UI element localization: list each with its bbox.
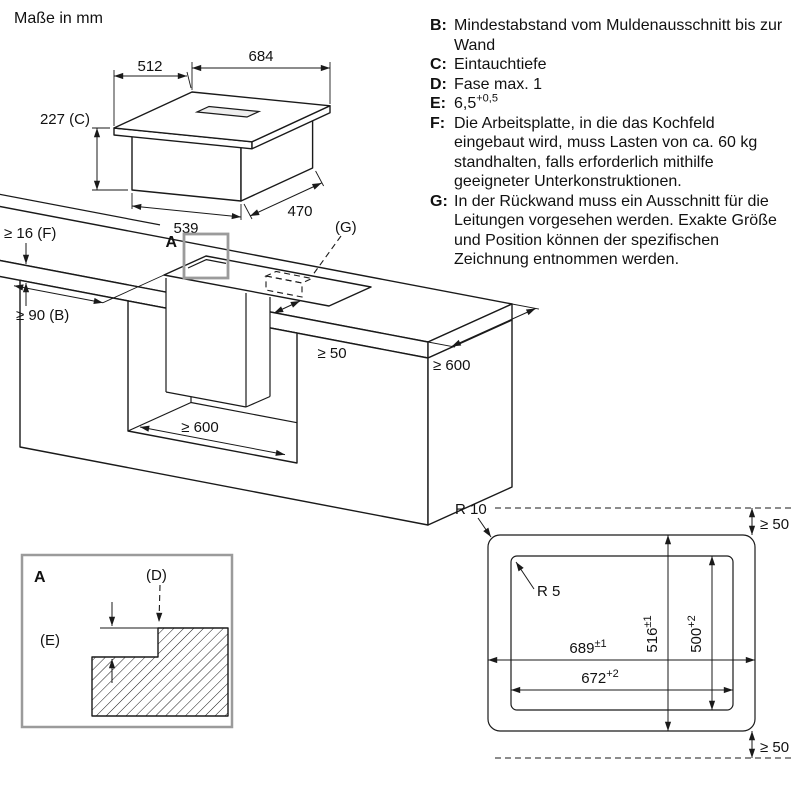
legend-item-b: B: Mindestabstand vom Muldenausschnitt b… [430, 16, 788, 55]
ref-label-recess-depth: (E) [40, 632, 60, 649]
legend-item-g: G: In der Rückwand muss ein Ausschnitt f… [430, 192, 788, 270]
radius-label-outer: R 10 [455, 501, 487, 518]
dim-label-clearance-top: ≥ 50 [760, 516, 789, 533]
legend: B: Mindestabstand vom Muldenausschnitt b… [430, 16, 788, 270]
hob-isometric-drawing: 684 512 227 (C) 539 470 [40, 48, 331, 237]
legend-text-d: Fase max. 1 [454, 75, 543, 93]
dim-label-clearance-bottom: ≥ 50 [760, 739, 789, 756]
worktop-cross-section [91, 627, 229, 717]
dim-label-hob-height: 227 (C) [40, 111, 90, 128]
legend-text-c: Eintauchtiefe [454, 56, 547, 74]
dim-line-wall-clearance [13, 284, 104, 305]
dim-line-base-depth-470 [249, 182, 322, 217]
dim-label-cutout-outer-width: 689±1 [569, 638, 606, 657]
hob-top-face [113, 91, 331, 143]
legend-item-e: E: 6,5+0,5 [430, 92, 788, 114]
dim-label-cutout-inner-width: 672+2 [581, 668, 619, 687]
legend-item-d: D: Fase max. 1 [430, 75, 788, 95]
legend-item-f: F: Die Arbeitsplatte, in die das Kochfel… [430, 114, 788, 192]
legend-item-c: C: Eintauchtiefe [430, 55, 788, 75]
dim-label-hob-width: 684 [248, 48, 273, 65]
dim-line-cabinet-width [139, 425, 286, 456]
dim-label-worktop-depth: ≥ 600 [433, 357, 470, 374]
hob-in-worktop-top-face [163, 255, 372, 307]
dim-label-hob-base-depth: 470 [287, 203, 312, 220]
wall-edge-line [0, 193, 161, 226]
dim-label-worktop-thickness: ≥ 16 (F) [4, 225, 56, 242]
dim-line-base-width-539 [131, 203, 242, 220]
legend-key-b: B: [430, 17, 447, 34]
dim-label-hob-depth: 512 [137, 58, 162, 75]
detail-a-marker-label: A [165, 234, 177, 251]
cutout-inner-rect [510, 555, 734, 711]
legend-key-f: F: [430, 114, 446, 132]
downdraft-unit-box [165, 278, 271, 408]
dim-label-cutout-inner-height: 500+2 [686, 615, 705, 653]
legend-text-e: 6,5+0,5 [454, 92, 498, 113]
dim-line-worktop-depth [451, 308, 536, 347]
dim-label-cabinet-width: ≥ 600 [181, 419, 218, 436]
legend-text-e-sup: +0,5 [476, 92, 498, 105]
detail-a-marker-box [182, 232, 230, 280]
cutout-outer-rect [487, 534, 756, 732]
dim-line-front-clearance [273, 300, 301, 314]
legend-text-g: In der Rückwand muss ein Ausschnitt für … [454, 192, 777, 269]
dim-label-wall-clearance: ≥ 90 (B) [16, 307, 69, 324]
legend-key-d: D: [430, 75, 447, 93]
downdraft-vent-grille [194, 105, 262, 118]
worktop-installation-drawing: A ≥ 16 (F) ≥ 90 (B) ≥ 50 ≥ 600 ≥ 600 (G) [0, 193, 540, 526]
legend-key-e: E: [430, 95, 446, 113]
legend-key-c: C: [430, 56, 447, 74]
page-title: Maße in mm [14, 10, 103, 27]
legend-text-f: Die Arbeitsplatte, in die das Kochfeld e… [454, 114, 758, 191]
detail-a-drawing: A (E) (D) [20, 553, 234, 729]
detail-a-title: A [34, 569, 46, 586]
cutout-dimensions-drawing: R 10 R 5 689±1 672+2 516±1 500+2 ≥ [455, 501, 793, 759]
cutout-corner-line [187, 259, 227, 269]
ref-label-chamfer: (D) [146, 567, 167, 584]
dim-label-cutout-outer-height: 516±1 [642, 615, 661, 652]
duct-outlet-front [265, 275, 303, 298]
radius-label-inner: R 5 [537, 583, 560, 600]
legend-key-g: G: [430, 192, 448, 210]
ref-label-duct-cutout: (G) [335, 219, 357, 236]
legend-text-b: Mindestabstand vom Muldenausschnitt bis … [454, 17, 783, 54]
dim-label-front-clearance: ≥ 50 [317, 345, 346, 362]
